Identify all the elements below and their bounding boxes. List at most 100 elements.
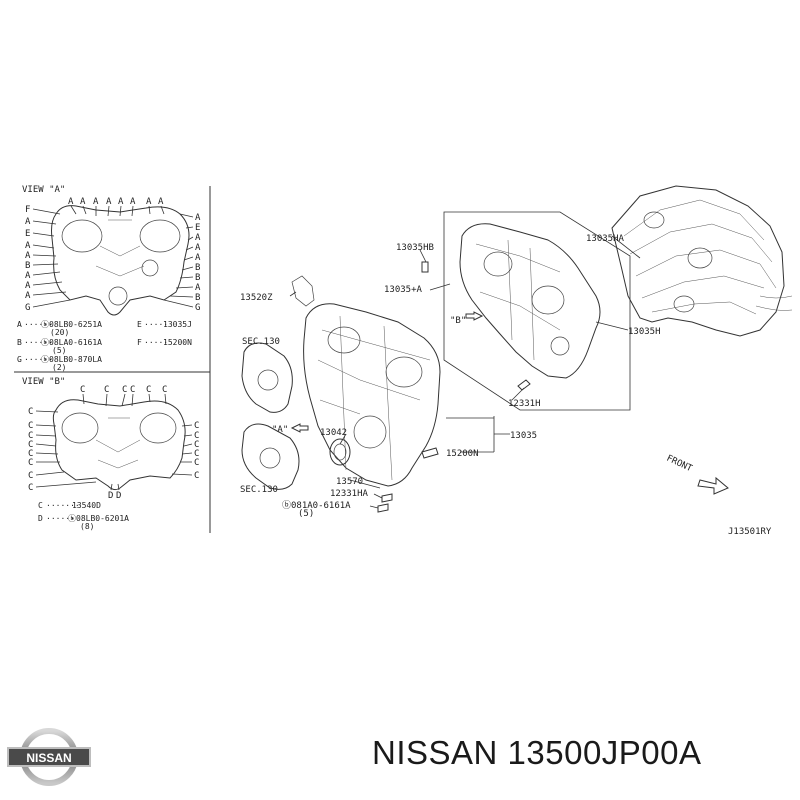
view-a-right-letter: A [195, 213, 201, 223]
legend-code: ⓑ08LB0-6201A [68, 514, 129, 523]
legend-code: 13035J [163, 320, 192, 329]
view-a-left-letters: F A E A A B A A A G [25, 205, 71, 313]
callout-13035a: 13035+A [384, 285, 423, 295]
bolt-081a0 [377, 503, 389, 513]
front-arrow-icon [697, 476, 729, 495]
view-b-right-letter: C [194, 458, 199, 468]
view-a-left-letter: A [25, 271, 31, 281]
leader-12331h [511, 387, 525, 401]
view-a-left-letter: F [25, 205, 30, 215]
view-b-right-letter: C [194, 471, 199, 481]
front-indicator: FRONT [665, 454, 729, 495]
engine-wiring [755, 295, 793, 311]
view-a-right-letter: B [195, 273, 200, 283]
view-a-left-letter: A [25, 291, 31, 301]
legend-dots: ······· [46, 501, 80, 510]
diagram-code: J13501RY [728, 527, 772, 537]
view-a-left-letter: G [25, 303, 30, 313]
view-b-right-lobe [139, 412, 177, 444]
view-b-left-letter: C [28, 431, 33, 441]
view-a-right-letter: G [195, 303, 200, 313]
leader-13035hb [419, 249, 427, 263]
view-a-title: VIEW "A" [22, 185, 65, 195]
view-a-top-letter: A [80, 197, 86, 207]
water-pump-bottom [241, 423, 300, 490]
inner-cover-hole-3 [550, 336, 570, 356]
engine-cam-pulley-1 [643, 211, 665, 229]
arrow-b-shape [465, 311, 484, 321]
front-cover-ribs [317, 315, 431, 481]
view-b-top-letter: C [122, 385, 127, 395]
view-a-left-letter: B [25, 261, 30, 271]
callout-13035: 13035 [510, 431, 537, 441]
view-a-right-lobe [139, 219, 181, 253]
legend-code: ⓑ08LB0-6251A [41, 320, 102, 329]
view-b-left-letter: C [28, 449, 33, 459]
view-a-center-hole [108, 286, 128, 306]
view-a-left-letter: A [25, 281, 31, 291]
sec130-top-bore [257, 369, 279, 391]
view-a-right-letter: A [195, 243, 201, 253]
view-a-right-letter: A [195, 283, 201, 293]
engine-crank-pulley [673, 295, 695, 313]
leader-13042 [339, 433, 347, 445]
inner-cover-hole-1 [483, 251, 513, 277]
view-b-bottom-letter: D [116, 491, 121, 501]
legend-dots: ······ [24, 355, 53, 364]
legend-dots: ····· [144, 338, 168, 347]
sec130-top-part [241, 342, 293, 413]
view-a-left-letter: A [25, 241, 31, 251]
view-b-top-letter: C [104, 385, 109, 395]
legend-code: ⓑ08LA0-6161A [41, 338, 102, 347]
logo-wordmark: NISSAN [26, 751, 71, 765]
view-b-top-leaders [82, 393, 167, 407]
inner-cover-box [443, 211, 631, 411]
leader-12331ha [373, 493, 383, 499]
inner-cover-hole-2 [531, 285, 565, 315]
view-b-ribs [95, 417, 141, 469]
view-b-left-lobe [61, 412, 99, 444]
view-b-left-letter: C [28, 407, 33, 417]
engine-cam-pulley-2 [687, 247, 713, 269]
legend-qty: (8) [80, 522, 94, 531]
legend-qty: (5) [52, 346, 66, 355]
bolt-12331ha [381, 493, 393, 503]
view-b-left-letter: C [28, 483, 33, 493]
gasket-13520z [291, 275, 315, 307]
view-b-bottom-letter: D [108, 491, 113, 501]
inner-timing-cover [443, 211, 631, 411]
view-a-top-letter: A [146, 197, 152, 207]
view-a-top-letter: A [68, 197, 74, 207]
callout-sec130-bottom: SEC.130 [240, 485, 278, 495]
front-label: FRONT [665, 454, 694, 475]
view-b-title: VIEW "B" [22, 377, 65, 387]
view-a-top-letters: A A A A A A A A [68, 197, 165, 217]
view-a-top-letter: A [93, 197, 99, 207]
view-a-center-boss [141, 259, 159, 277]
view-b-right-leaders [171, 424, 193, 476]
arrow-b: "B" [450, 311, 484, 326]
callout-12331h: 12331H [508, 399, 541, 409]
view-b-right-letter: C [194, 449, 199, 459]
callout-bolt-qty: (5) [298, 509, 314, 519]
view-b: VIEW "B" C C C C C C C C C C C C C C C C [22, 377, 199, 531]
legend-key: D [38, 514, 43, 523]
view-b-left-leaders [35, 410, 97, 488]
legend-dots: ····· [144, 320, 168, 329]
arrow-a-shape [290, 423, 309, 433]
view-b-top-letter: C [80, 385, 85, 395]
view-a-right-letter: A [195, 253, 201, 263]
view-a-ribs [95, 219, 145, 277]
legend-key: C [38, 501, 43, 510]
oil-seal-inner [333, 443, 347, 461]
view-b-right-letters: C C C C C C [171, 421, 199, 481]
view-a-top-letter: A [118, 197, 124, 207]
sec130-bottom-part [241, 423, 300, 490]
nissan-logo: NISSAN [7, 728, 91, 786]
callout-13042: 13042 [320, 428, 347, 438]
leader-13035h [595, 321, 629, 331]
view-b-top-letters: C C C C C C [80, 385, 167, 407]
pin-12331h [517, 379, 531, 391]
water-pump-top [241, 342, 293, 413]
callout-sec130-top: SEC.130 [242, 337, 280, 347]
